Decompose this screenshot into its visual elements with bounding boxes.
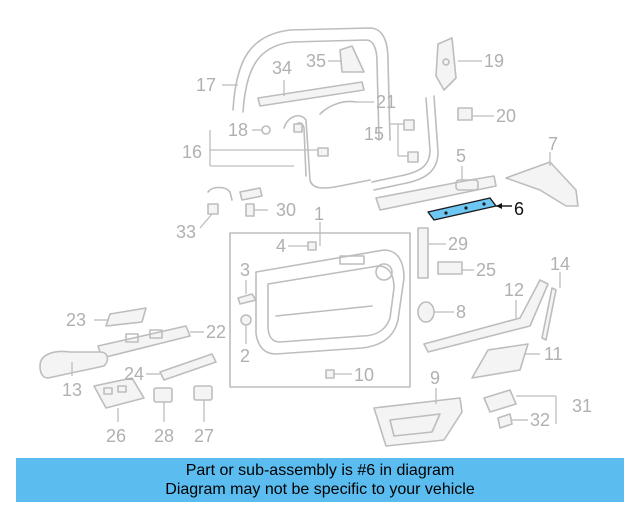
part-3-clip [237,280,257,305]
part-23-trim [94,307,147,327]
part-27-button [193,385,213,422]
part-16-inner-frame [209,115,371,189]
info-banner: Part or sub-assembly is #6 in diagram Di… [16,458,624,502]
callout-1: 1 [314,204,324,224]
part-10-fastener [325,369,352,379]
part-1-door-panel [229,222,411,388]
part-21-trim [319,100,374,115]
callout-9: 9 [430,368,440,388]
callout-27: 27 [194,426,214,446]
callout-35: 35 [306,51,326,71]
callout-29: 29 [448,234,468,254]
callout-10: 10 [354,365,374,385]
part-14-strip [541,272,561,341]
callout-14: 14 [550,254,570,274]
part-17-window-frame [222,27,391,141]
parts-diagram: 17 35 34 19 21 20 18 16 15 5 7 6 33 30 1… [39,27,592,447]
callout-16: 16 [182,142,202,162]
callout-13: 13 [62,380,82,400]
callout-32: 32 [530,410,550,430]
part-18-grommet [252,125,271,135]
callout-30: 30 [276,200,296,220]
callout-17: 17 [196,75,216,95]
part-7-end-trim [505,152,579,207]
callout-12: 12 [504,280,524,300]
part-31-switch-assembly [483,389,557,424]
part-19-mirror-patch [435,37,482,91]
callout-18: 18 [228,120,248,140]
callout-4: 4 [276,236,286,256]
part-34-belt-molding [257,80,365,107]
callout-21: 21 [376,92,396,112]
callout-11: 11 [544,344,563,364]
part-35-corner-glass [328,45,365,73]
part-29-trim [417,227,446,279]
part-9-armrest [373,388,463,447]
callout-19: 19 [484,51,504,71]
part-26-switch-cluster [93,377,145,422]
callout-28: 28 [154,426,174,446]
callout-23: 23 [66,310,86,330]
callout-25: 25 [476,260,496,280]
part-2-screw [240,314,252,344]
callout-2: 2 [240,346,250,366]
callout-22: 22 [206,322,226,342]
banner-line-2: Diagram may not be specific to your vehi… [165,481,475,498]
callout-3: 3 [240,260,250,280]
banner-line-1: Part or sub-assembly is #6 in diagram [185,462,455,479]
callout-24: 24 [124,364,144,384]
callout-labels: 17 35 34 19 21 20 18 16 15 5 7 6 33 30 1… [62,51,592,446]
part-32-bulb [497,413,528,429]
callout-26: 26 [106,426,126,446]
part-20-clip [457,107,494,121]
callout-31: 31 [572,396,592,416]
callout-20: 20 [496,106,516,126]
part-24-strip [146,353,217,381]
part-22-switch-panel [97,325,204,359]
callout-8: 8 [456,302,466,322]
callout-7: 7 [548,134,558,154]
callout-33: 33 [176,222,196,242]
part-6-highlighted [427,197,512,221]
part-5-upper-trim [375,166,497,211]
part-15-frame-upright [371,95,439,191]
part-28-button [153,387,173,422]
part-11-panel [471,343,540,379]
callout-5: 5 [456,146,466,166]
callout-15: 15 [364,124,384,144]
part-8-speaker-grille [417,301,454,323]
part-30-switch [239,187,268,217]
callout-6: 6 [514,199,524,219]
part-12-lower-trim [423,279,549,353]
part-33-harness [199,186,233,229]
part-13-handle [39,350,109,379]
callout-34: 34 [272,58,292,78]
part-25-switch [437,261,474,275]
